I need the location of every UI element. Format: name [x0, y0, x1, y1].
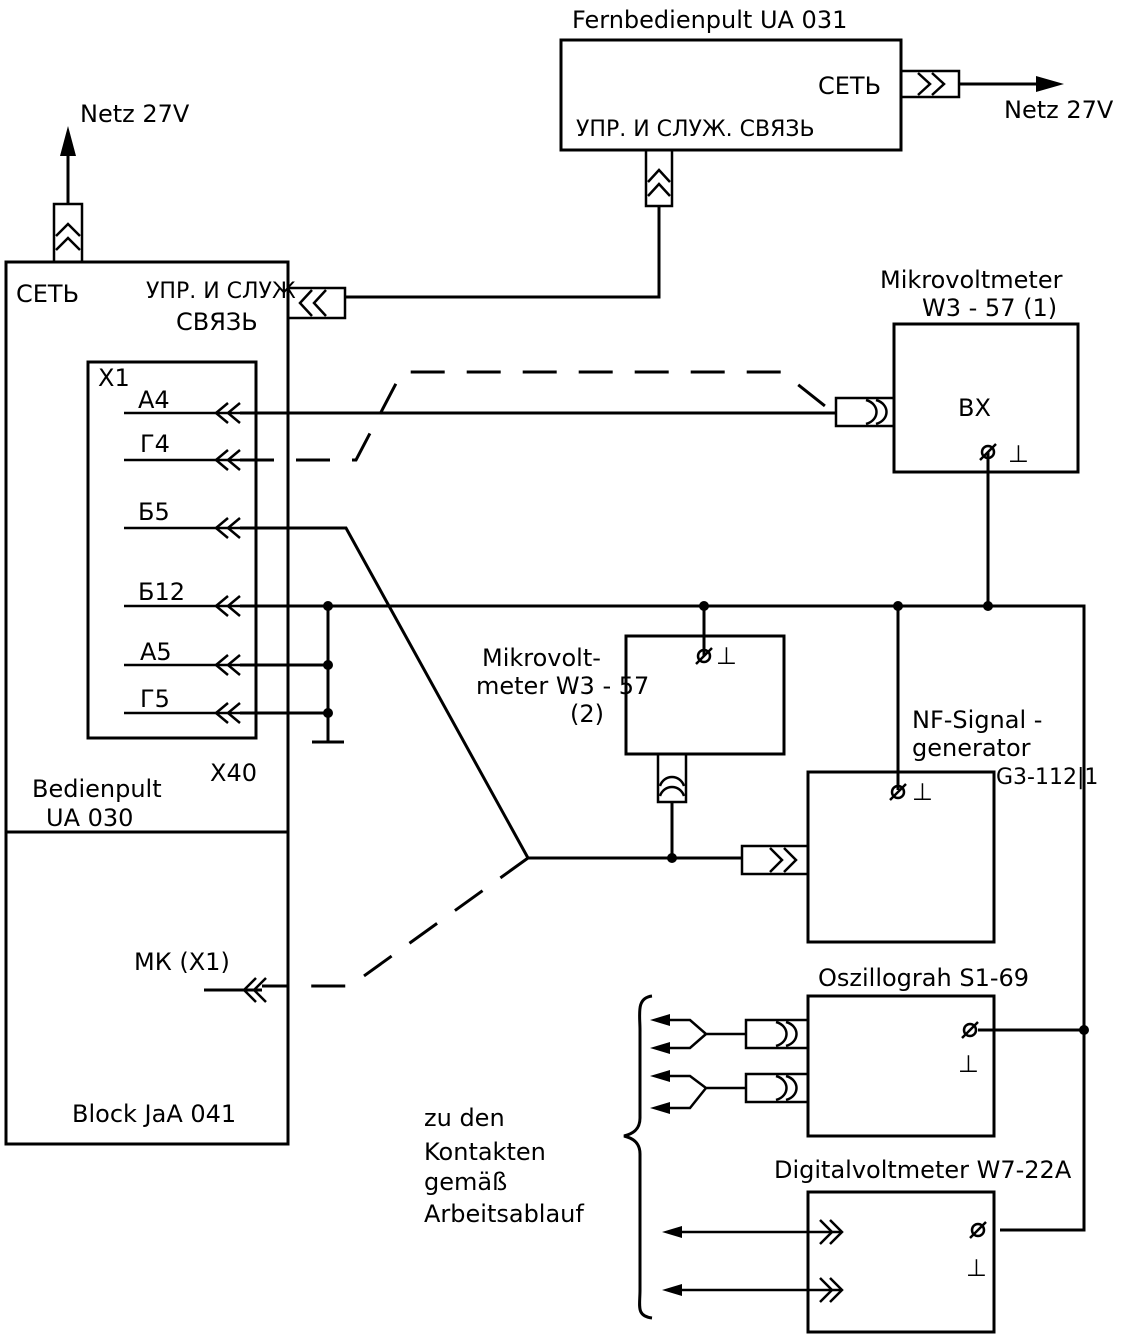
fernbedienpult-box: Fernbedienpult UA 031 СЕТЬ УПР. И СЛУЖ. …: [559, 6, 903, 152]
nf-title-1: NF-Signal -: [912, 706, 1042, 734]
mv2-ground-symbol: ⊥: [716, 642, 737, 670]
block-mains-connector: Netz 27V: [52, 100, 190, 264]
nf-signal-generator: NF-Signal - generator G3-112|1 ⊥: [740, 706, 1098, 944]
mv1-title-1: Mikrovoltmeter: [880, 266, 1063, 294]
fern-mains-connector: Netz 27V: [899, 69, 1114, 124]
dvm-ground-symbol: ⊥: [966, 1254, 987, 1282]
mv2-title-1: Mikrovolt-: [482, 644, 601, 672]
nf-ground-symbol: ⊥: [912, 778, 933, 806]
mv1-title-2: W3 - 57 (1): [922, 294, 1057, 322]
wire-mk-dashed: [262, 856, 529, 988]
block-upr-label-1: УПР. И СЛУЖ: [146, 279, 296, 304]
block-set-label: СЕТЬ: [16, 280, 79, 308]
fern-upr-label: УПР. И СЛУЖ. СВЯЗЬ: [576, 117, 815, 142]
bedienpult-label-1: Bedienpult: [32, 775, 162, 803]
zu-line-1: zu den: [424, 1104, 505, 1132]
fern-control-connector: [345, 148, 674, 299]
netz-right-label: Netz 27V: [1004, 96, 1114, 124]
mikrovoltmeter-2: Mikrovolt- meter W3 - 57 (2) ⊥: [476, 634, 786, 804]
block-control-connector: [286, 286, 347, 320]
block-label: Block JaA 041: [72, 1100, 236, 1128]
pin-a5-label: А5: [140, 638, 172, 666]
mk-label: МК (X1): [134, 948, 230, 976]
wire-b5: [240, 526, 530, 859]
x40-label: X40: [210, 759, 257, 787]
oscilloscope: Oszillograh S1-69 ⊥: [650, 964, 1029, 1138]
x1-label: X1: [98, 364, 130, 392]
dvm-title: Digitalvoltmeter W7-22A: [774, 1156, 1072, 1184]
fernbedienpult-title: Fernbedienpult UA 031: [572, 6, 847, 34]
nf-title-2: generator: [912, 734, 1031, 762]
digitalvoltmeter: Digitalvoltmeter W7-22A ⊥: [662, 1156, 1072, 1334]
pin-a4-label: А4: [138, 386, 170, 414]
wire-ground-bus: [240, 604, 1086, 1232]
fern-set-label: СЕТЬ: [818, 72, 881, 100]
mv2-title-3: (2): [570, 700, 604, 728]
osc-ground-symbol: ⊥: [958, 1050, 979, 1078]
osc-title: Oszillograh S1-69: [818, 964, 1029, 992]
zu-line-2: Kontakten: [424, 1138, 546, 1166]
wire-g4-dashed: [240, 370, 831, 462]
mv1-input-label: ВХ: [958, 394, 991, 422]
mv2-title-2: meter W3 - 57: [476, 672, 649, 700]
netz-left-label: Netz 27V: [80, 100, 190, 128]
pin-g5-label: Г5: [140, 685, 170, 713]
x1-connector-block: X1 А4 Г4 Б5 Б12 А5 Г5: [86, 360, 258, 740]
block-jaa041: СЕТЬ УПР. И СЛУЖ СВЯЗЬ Bedienpult UA 030…: [4, 260, 296, 1146]
bedienpult-label-2: UA 030: [46, 804, 133, 832]
junction-dots: [323, 601, 1089, 1035]
contacts-note: zu den Kontakten gemäß Arbeitsablauf: [424, 1104, 584, 1228]
block-upr-label-2: СВЯЗЬ: [176, 308, 258, 336]
contacts-brace: [623, 994, 653, 1320]
mk-connector: МК (X1): [134, 948, 267, 1003]
mikrovoltmeter-1: Mikrovoltmeter W3 - 57 (1) ВХ ⊥: [834, 266, 1080, 474]
pin-b12-label: Б12: [138, 578, 185, 606]
zu-line-3: gemäß: [424, 1168, 507, 1196]
nf-title-3: G3-112|1: [996, 765, 1098, 790]
mv1-ground-symbol: ⊥: [1008, 440, 1029, 468]
pin-g4-label: Г4: [140, 430, 170, 458]
pin-b5-label: Б5: [138, 498, 170, 526]
zu-line-4: Arbeitsablauf: [424, 1200, 584, 1228]
